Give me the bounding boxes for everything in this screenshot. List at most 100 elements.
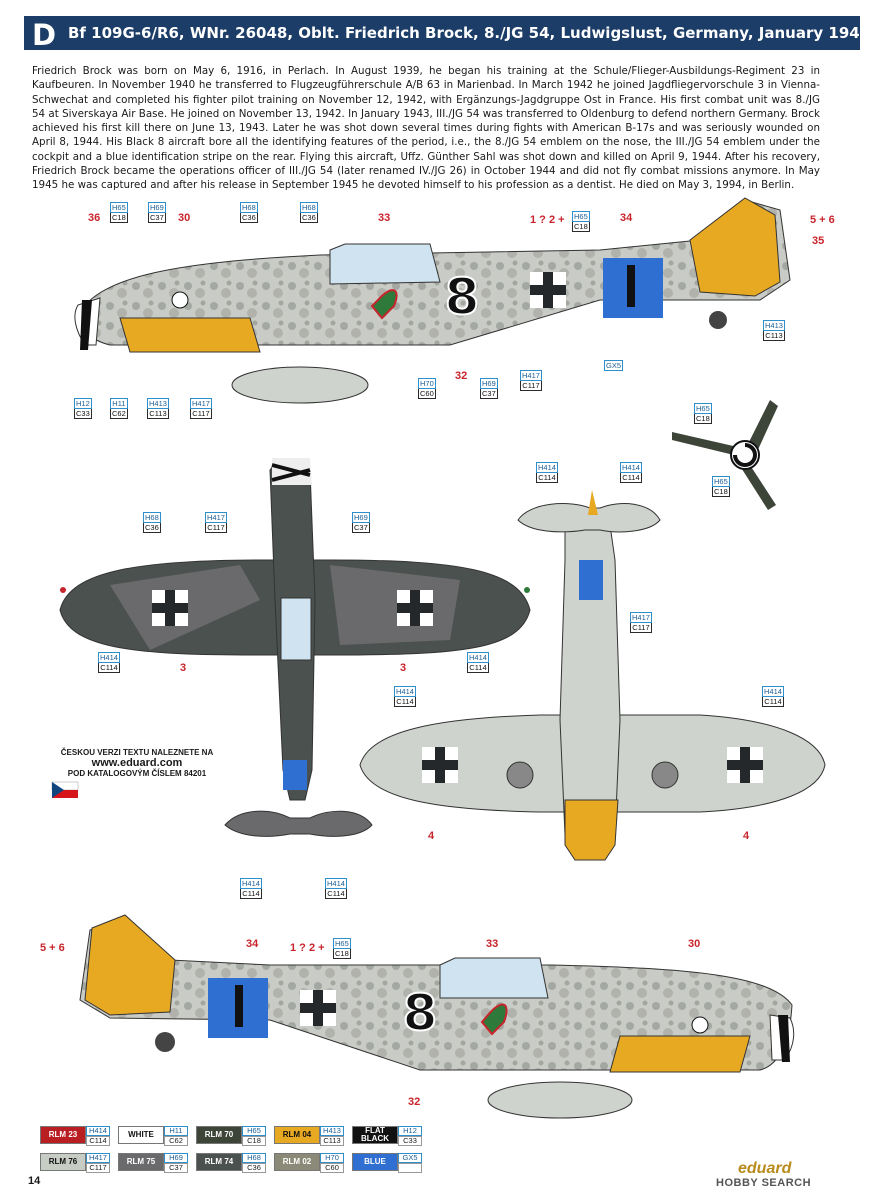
eduard-logo: eduard	[738, 1160, 792, 1177]
eduard-link[interactable]: www.eduard.com	[91, 757, 183, 769]
top-view	[59, 458, 531, 837]
swatch-h-code: H70	[320, 1153, 344, 1163]
bottom-view	[359, 490, 826, 861]
swatch-name: RLM 04	[274, 1126, 320, 1144]
swatch-name: RLM 02	[274, 1153, 320, 1171]
side-profile-left	[74, 197, 791, 404]
marking-3-right: 3	[400, 662, 407, 674]
swatch-c-code: C36	[242, 1163, 266, 1173]
swatch-name: BLUE	[352, 1153, 398, 1171]
swatch-h-code: GX5	[398, 1153, 422, 1163]
czech-flag-icon	[51, 781, 79, 798]
swatch-h-code: H12	[398, 1126, 422, 1136]
hobby-search-watermark: HOBBY SEARCH	[716, 1177, 812, 1189]
swatch-c-code: C60	[320, 1163, 344, 1173]
swatch-name: RLM 70	[196, 1126, 242, 1144]
swatch-c-code: C33	[398, 1136, 422, 1146]
czech-note: ČESKOU VERZI TEXTU NALEZNETE NA www.edua…	[52, 748, 222, 778]
marking-3-left: 3	[180, 662, 187, 674]
marking-33: 33	[378, 212, 391, 224]
swatch-name: FLAT BLACK	[352, 1126, 398, 1144]
swatch-c-code: C62	[164, 1136, 188, 1146]
swatch-h-code: H417	[86, 1153, 110, 1163]
callout-gx5: GX5	[604, 360, 624, 371]
page-number: 14	[28, 1175, 41, 1187]
marking-34-lower: 34	[246, 938, 259, 950]
swatch-name: RLM 75	[118, 1153, 164, 1171]
swatch-h-code: H68	[242, 1153, 266, 1163]
swatch-h-code: H413	[320, 1126, 344, 1136]
marking-35: 35	[812, 235, 825, 247]
marking-34: 34	[620, 212, 633, 224]
swatch-h-code: H414	[86, 1126, 110, 1136]
pilot-biography: Friedrich Brock was born on May 6, 1916,…	[32, 65, 820, 192]
marking-4-right: 4	[743, 830, 750, 842]
aircraft-number-top: 8	[445, 268, 480, 326]
marking-56: 5 + 6	[810, 214, 835, 226]
czech-note-line2: POD KATALOGOVÝM ČÍSLEM 84201	[67, 769, 207, 778]
swatch-name: RLM 23	[40, 1126, 86, 1144]
profile-header: D Bf 109G-6/R6, WNr. 26048, Oblt. Friedr…	[24, 16, 870, 52]
marking-4-left: 4	[428, 830, 435, 842]
swatch-c-code: C114	[86, 1136, 110, 1146]
swatch-c-code	[398, 1163, 422, 1173]
swatch-c-code: C37	[164, 1163, 188, 1173]
marking-12-lower: 1 ? 2 +	[290, 942, 325, 954]
swatch-h-code: H69	[164, 1153, 188, 1163]
marking-33-lower: 33	[486, 938, 499, 950]
czech-note-line1: ČESKOU VERZI TEXTU NALEZNETE NA	[60, 748, 214, 757]
profile-title: Bf 109G-6/R6, WNr. 26048, Oblt. Friedric…	[68, 24, 870, 42]
marking-56-lower: 5 + 6	[40, 942, 65, 954]
swatch-c-code: C117	[86, 1163, 110, 1173]
side-profile-right	[79, 914, 795, 1119]
swatch-c-code: C18	[242, 1136, 266, 1146]
marking-36: 36	[88, 212, 101, 224]
swatch-name: RLM 76	[40, 1153, 86, 1171]
swatch-h-code: H11	[164, 1126, 188, 1136]
marking-32-lower: 32	[408, 1096, 421, 1108]
swatch-name: WHITE	[118, 1126, 164, 1144]
profile-letter: D	[32, 18, 57, 52]
swatch-h-code: H65	[242, 1126, 266, 1136]
propeller-view	[672, 400, 778, 510]
swatch-name: RLM 74	[196, 1153, 242, 1171]
marking-12: 1 ? 2 +	[530, 214, 565, 226]
